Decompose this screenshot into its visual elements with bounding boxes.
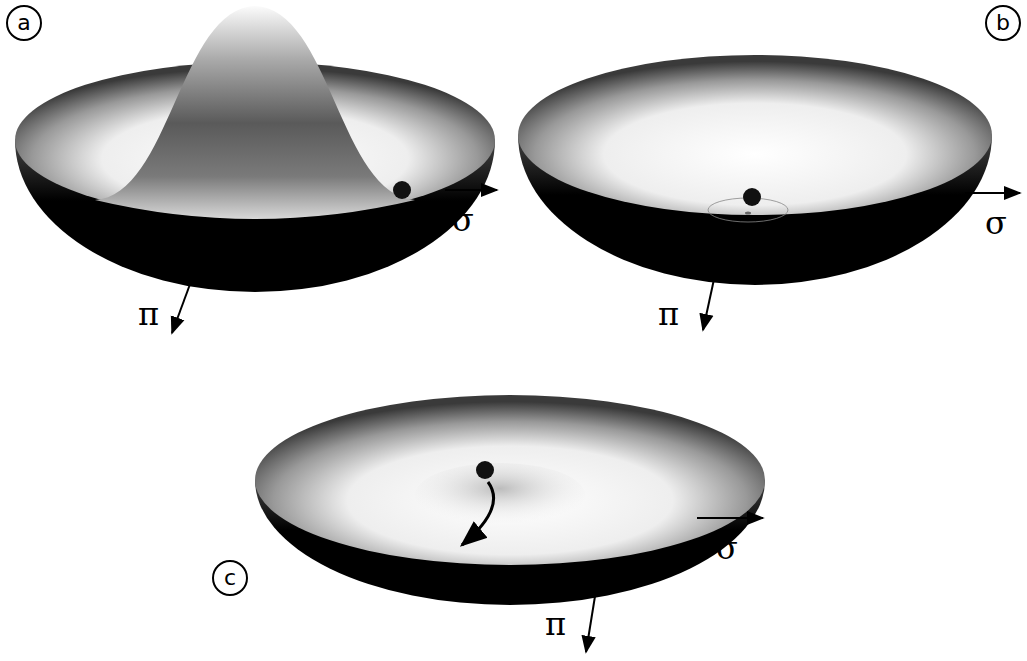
panel-letter-circle: c [212,560,248,596]
panel-letter-circle: b [985,5,1021,41]
panel-letter: c [224,567,236,589]
tilted-bowl-potential [255,395,765,652]
axis-label: σ [716,532,738,564]
panel-letter: b [996,12,1010,34]
axis-label: π [138,298,159,330]
axis-label: σ [985,207,1007,239]
panel-letter: a [17,12,30,34]
axis-label: π [658,298,679,330]
axis-label: σ [452,204,474,236]
panel-letter-circle: a [6,5,42,41]
mexican-hat-potential [15,6,497,333]
bowl-potential [518,55,1020,330]
axis-label: π [545,608,566,640]
